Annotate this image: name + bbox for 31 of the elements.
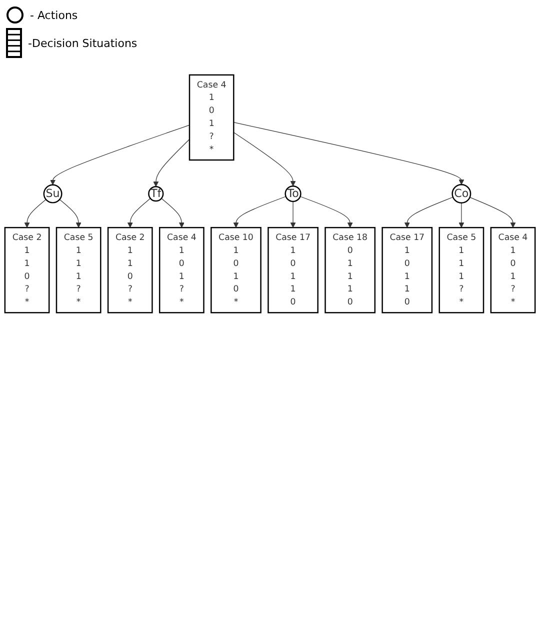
arrow: [233, 132, 296, 186]
node-box: Case 18 0 1 1 1 0: [324, 226, 376, 314]
arrow: [59, 199, 82, 228]
node-box: Case 5 1 1 1 ? *: [56, 226, 102, 314]
legend-label: - Actions: [30, 8, 78, 22]
node-circle: Tf: [148, 186, 164, 202]
node-box: Case 2 1 1 0 ? *: [107, 226, 153, 314]
arrow: [161, 198, 184, 228]
node-circle: To: [284, 185, 302, 202]
node-box: Case 10 1 0 1 0 *: [210, 226, 262, 314]
arrow: [300, 196, 353, 228]
node-circle: Su: [43, 184, 62, 204]
node-box: Case 17 1 0 1 1 0: [382, 226, 433, 314]
arrow: [470, 197, 516, 228]
arrow: [458, 202, 464, 228]
node-box: Case 4 1 0 1 ? *: [490, 226, 536, 314]
arrow: [290, 201, 296, 228]
node-box: Case 4 1 0 1 ? *: [158, 226, 204, 314]
arrow: [404, 196, 454, 228]
legend-label: -Decision Situations: [28, 36, 138, 50]
node-box: Case 17 1 0 1 1 0: [268, 226, 318, 314]
arrow: [153, 138, 190, 187]
node-circle: Co: [452, 184, 472, 204]
arrow: [50, 124, 190, 186]
arrow: [24, 199, 46, 228]
node-box: Case 2 1 1 0 ? *: [4, 226, 50, 314]
arrow: [127, 198, 151, 228]
node-box: Case 4 1 0 1 ? *: [188, 74, 234, 161]
node-box: Case 5 1 1 1 ? *: [438, 226, 484, 314]
arrow: [233, 122, 464, 185]
arrow: [233, 196, 286, 228]
